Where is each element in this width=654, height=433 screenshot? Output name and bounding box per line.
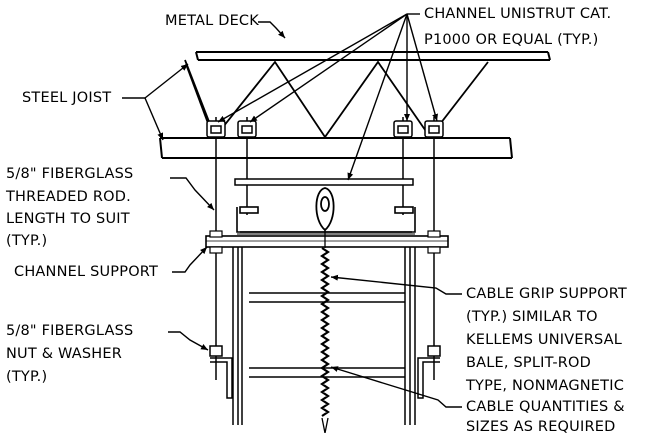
label-cable-grip-line-5: TYPE, NONMAGNETIC [466,378,625,394]
label-cable-grip-line-1: CABLE GRIP SUPPORT [466,286,627,302]
label-nut-washer-line-3: (TYP.) [6,369,48,385]
label-cable-quantities-line-2: SIZES AS REQUIRED [466,419,616,433]
metal-deck [195,51,551,61]
label-unistrut-line-2: P1000 OR EQUAL (TYP.) [424,32,599,48]
label-cable-grip-line-4: BALE, SPLIT-ROD [466,355,592,371]
lower-brackets [209,345,441,399]
grip-cradle [236,206,416,235]
leader-lines [122,13,462,408]
label-threaded-rod-line-1: 5/8" FIBERGLASS [6,166,134,182]
cable-grip [320,230,330,433]
unistrut-channels [206,117,444,138]
threaded-rods [215,137,435,380]
label-cable-grip-line-2: (TYP.) SIMILAR TO [466,309,598,325]
label-cable-quantities-line-1: CABLE QUANTITIES & [466,399,625,415]
bale-loop [315,187,335,232]
label-unistrut-line-1: CHANNEL UNISTRUT CAT. [424,6,612,22]
vertical-frame [232,247,416,425]
label-threaded-rod-line-3: LENGTH TO SUIT [6,211,130,227]
label-cable-grip-line-3: KELLEMS UNIVERSAL [466,332,623,348]
support-nuts [209,230,441,254]
channel-support-bar [205,235,449,248]
joist-bottom-chord [159,137,513,159]
label-metal-deck: METAL DECK [165,13,259,29]
label-threaded-rod-line-4: (TYP.) [6,233,48,249]
label-steel-joist: STEEL JOIST [22,90,112,106]
label-nut-washer-line-1: 5/8" FIBERGLASS [6,323,134,339]
upper-unistrut [234,178,414,186]
label-nut-washer-line-2: NUT & WASHER [6,346,123,362]
label-threaded-rod-line-2: THREADED ROD. [6,189,131,205]
label-channel-support: CHANNEL SUPPORT [14,264,159,280]
